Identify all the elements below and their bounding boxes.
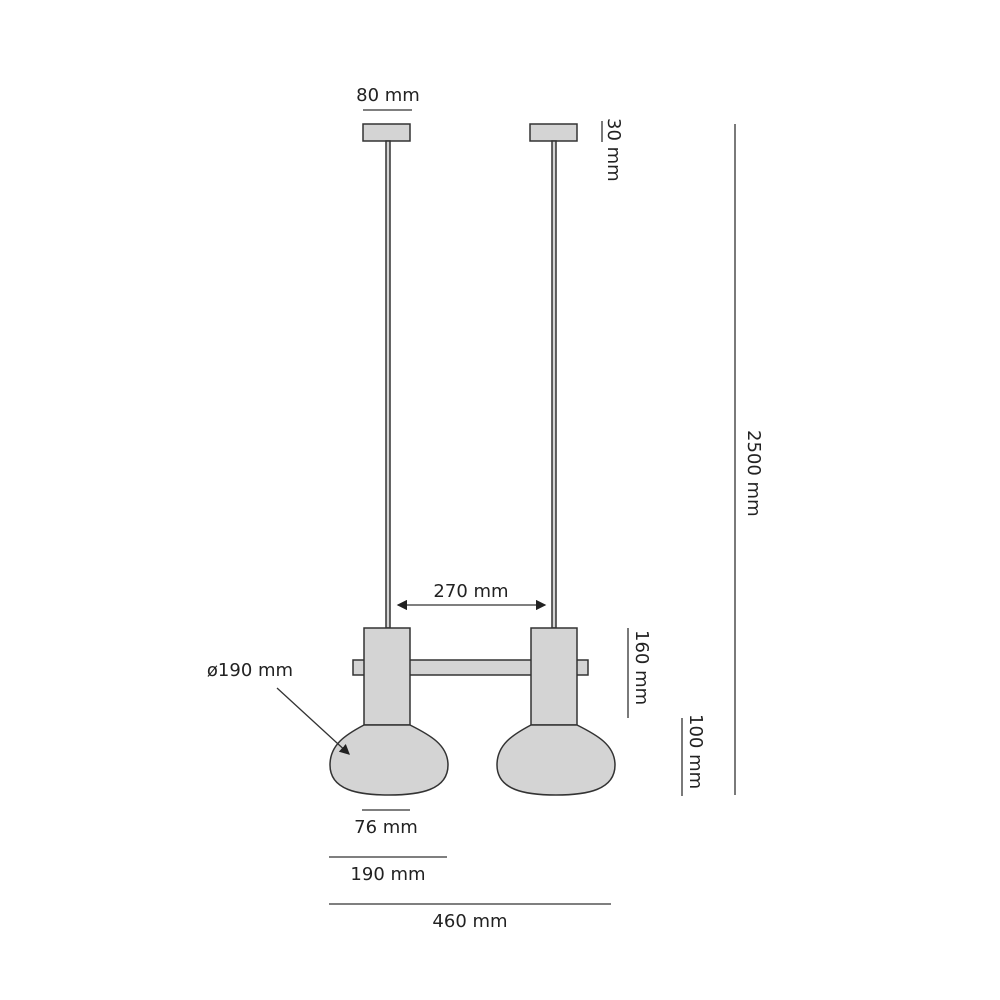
right-stub	[575, 659, 589, 676]
glass-height-label: 100 mm	[685, 714, 706, 789]
glass-diameter-label: ø190 mm	[207, 660, 293, 681]
left-canopy	[362, 123, 411, 142]
right-canopy	[529, 123, 578, 142]
left-wire	[385, 140, 391, 629]
left-body	[363, 627, 411, 726]
canopy-width-label: 80 mm	[356, 85, 420, 106]
total-width-label: 460 mm	[432, 911, 507, 932]
total-height-label: 2500 mm	[743, 430, 764, 517]
canopy-height-label: 30 mm	[603, 118, 624, 182]
body-height-label: 160 mm	[631, 630, 652, 705]
shade-width-label: 190 mm	[350, 864, 425, 885]
left-glass-shade	[329, 724, 449, 796]
right-wire	[551, 140, 557, 629]
neck-width-label: 76 mm	[354, 817, 418, 838]
left-stub	[352, 659, 366, 676]
glass-diameter-arrow	[276, 687, 350, 755]
right-glass-shade	[496, 724, 616, 796]
connecting-bar	[408, 659, 533, 676]
right-body	[530, 627, 578, 726]
shade-spacing-label: 270 mm	[433, 581, 508, 602]
